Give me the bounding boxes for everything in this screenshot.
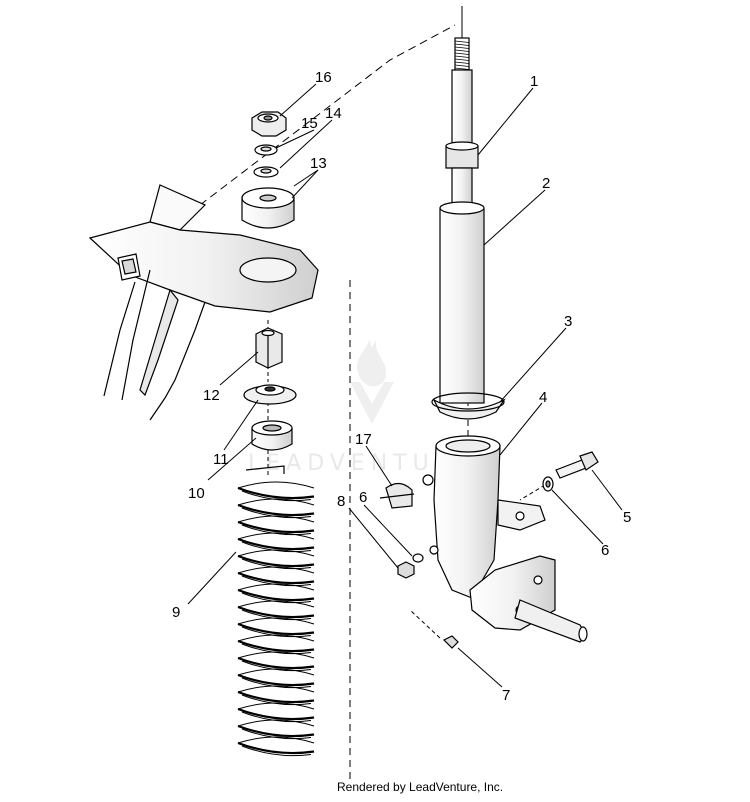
leader-lines xyxy=(187,83,623,688)
clamp-17 xyxy=(379,482,415,509)
washer-6-left xyxy=(412,553,424,563)
callout-12: 12 xyxy=(203,387,220,404)
bushing-13 xyxy=(241,187,295,229)
shock-rod xyxy=(451,69,473,151)
callout-17: 17 xyxy=(355,431,372,448)
callouts: 1 2 3 4 5 6 6 7 8 9 10 11 12 13 14 15 16… xyxy=(172,69,631,704)
cup-washer-11 xyxy=(243,384,297,405)
callout-11: 11 xyxy=(213,451,229,468)
callout-3: 3 xyxy=(564,313,572,330)
callout-7: 7 xyxy=(502,687,510,704)
strut-housing-4 xyxy=(422,435,588,643)
callout-9: 9 xyxy=(172,604,180,621)
washer-14 xyxy=(253,166,279,178)
callout-6-left: 6 xyxy=(359,489,367,506)
frame-bracket xyxy=(88,184,319,421)
callout-14: 14 xyxy=(325,105,342,122)
callout-4: 4 xyxy=(539,389,547,406)
coil-spring-9 xyxy=(237,465,315,757)
callout-16: 16 xyxy=(315,69,332,86)
nut-12 xyxy=(255,327,283,369)
callout-1: 1 xyxy=(530,73,538,90)
nut-8 xyxy=(397,561,415,579)
callout-2: 2 xyxy=(542,175,550,192)
callout-8: 8 xyxy=(337,493,345,510)
watermark-text: LEADVENTURE xyxy=(248,451,476,476)
callout-6-right: 6 xyxy=(601,542,609,559)
nut-16 xyxy=(251,111,287,137)
callout-13: 13 xyxy=(310,155,327,172)
spring-seat-10 xyxy=(251,420,293,451)
callout-10: 10 xyxy=(188,485,205,502)
watermark-logo: LEADVENTURE xyxy=(248,340,476,476)
shock-absorber xyxy=(431,37,506,420)
callout-5: 5 xyxy=(623,509,631,526)
shock-body-2 xyxy=(439,207,485,404)
bolt-7 xyxy=(442,635,459,649)
footer-credit: Rendered by LeadVenture, Inc. xyxy=(337,780,503,794)
washer-6-right xyxy=(542,476,554,492)
washer-15 xyxy=(254,144,278,156)
bolt-5 xyxy=(555,451,599,479)
callout-15: 15 xyxy=(301,115,318,132)
